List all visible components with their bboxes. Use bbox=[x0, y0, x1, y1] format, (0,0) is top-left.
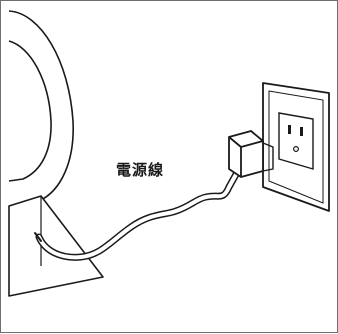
device-body bbox=[8, 10, 74, 207]
power-cord-label: 電源線 bbox=[116, 161, 165, 179]
device-stand bbox=[8, 195, 104, 297]
power-cord bbox=[34, 165, 243, 261]
power-adapter bbox=[228, 130, 274, 178]
